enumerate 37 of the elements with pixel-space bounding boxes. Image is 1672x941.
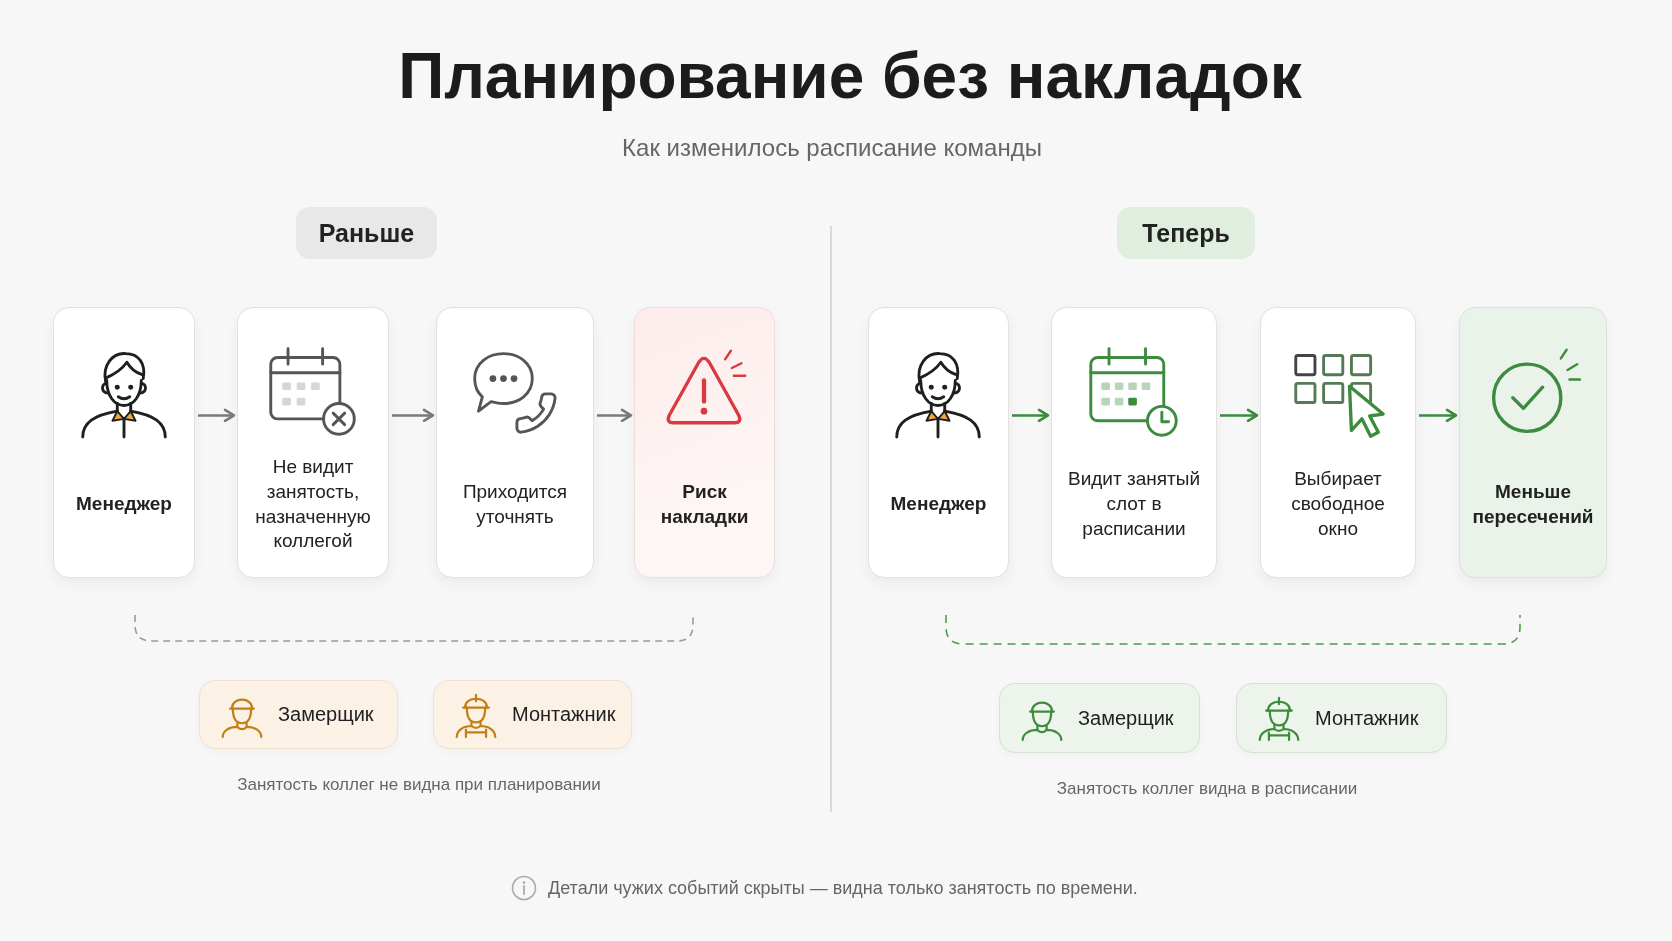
step-label: Менеджер [76, 492, 172, 517]
step-card [436, 307, 594, 578]
section-tag: Теперь [1117, 207, 1255, 259]
worker-chip [199, 680, 398, 749]
step-label: Менеджер [890, 492, 987, 517]
arrow [597, 408, 633, 423]
worker-label: Монтажник [1315, 706, 1419, 730]
worker-chip [433, 680, 632, 749]
step-card [1459, 307, 1607, 578]
worker-label: Замерщик [278, 703, 374, 726]
worker-chip [1236, 683, 1447, 753]
section-tag: Раньше [296, 207, 437, 259]
arrow [1012, 408, 1050, 423]
step-label: Видит занятый слот в расписании [1067, 467, 1201, 541]
step-card [1051, 307, 1217, 578]
arrow [198, 408, 236, 423]
arrow [1220, 408, 1259, 423]
worker-label: Замерщик [1078, 706, 1174, 730]
step-card [237, 307, 389, 578]
step-label: Приходится уточнять [461, 479, 569, 529]
arrow [1419, 408, 1458, 423]
step-card [1260, 307, 1416, 578]
worker-label: Монтажник [512, 703, 616, 726]
subtitle: Как изменилось расписание команды [622, 133, 1042, 163]
step-card [634, 307, 775, 578]
step-label: Выбирает свободное окно [1290, 467, 1386, 541]
step-label: Меньше пересечений [1471, 479, 1595, 529]
footnote: Детали чужих событий скрыты — видна только занятость по времени. [548, 877, 1138, 900]
note: Занятость коллег видна в расписании [1056, 778, 1358, 800]
title: Планирование без накладок [398, 39, 1302, 114]
step-card [868, 307, 1009, 578]
worker-chip [999, 683, 1200, 753]
step-label: Риск накладки [659, 479, 750, 529]
step-card [53, 307, 195, 578]
step-label: Не видит занятость, назначенную коллегой [254, 455, 372, 554]
arrow [392, 408, 435, 423]
note: Занятость коллег не видна при планировании [237, 774, 601, 796]
